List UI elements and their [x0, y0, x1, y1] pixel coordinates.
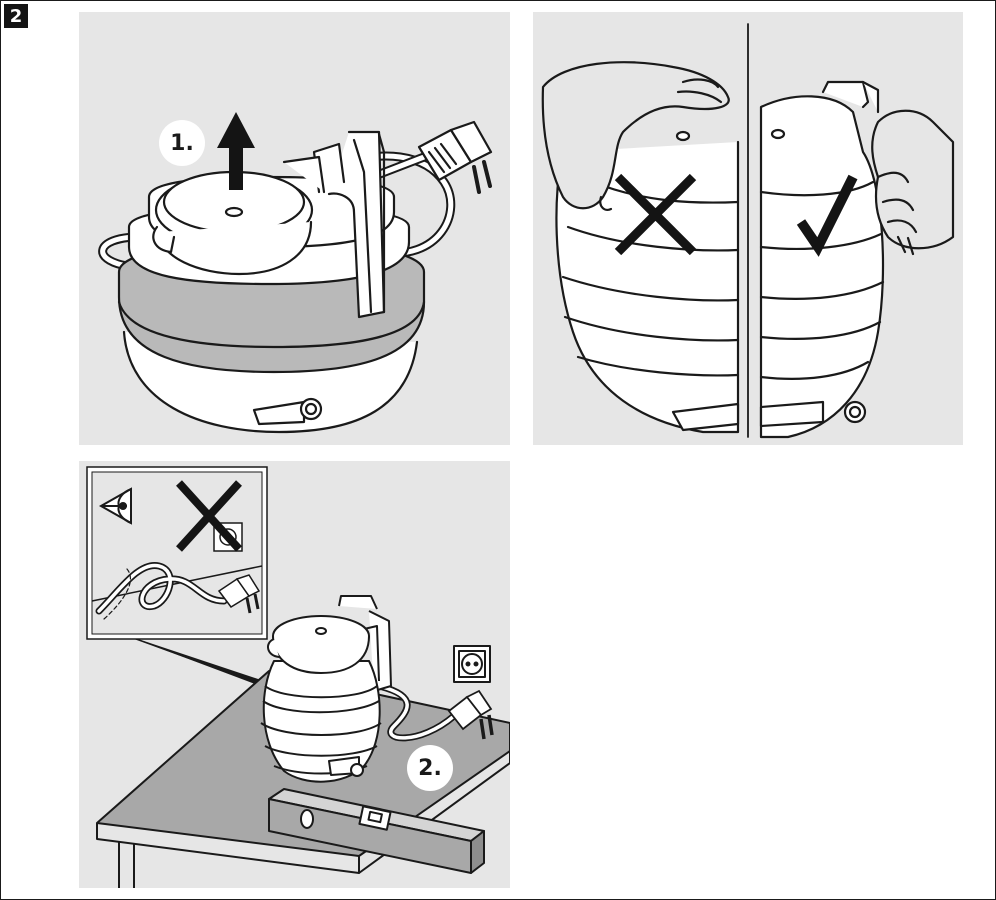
handling-comparison-illustration: [533, 12, 963, 445]
placement-illustration: [79, 461, 510, 888]
panel-unfold-kettle: 1.: [79, 12, 510, 445]
figure-number-badge: 2: [4, 4, 28, 28]
kettle-unfold-illustration: [79, 12, 510, 445]
panel-handling-comparison: [533, 12, 963, 445]
panel-placement: 2.: [79, 461, 510, 888]
step-two-label: 2.: [407, 745, 453, 791]
step-one-label: 1.: [159, 120, 205, 166]
